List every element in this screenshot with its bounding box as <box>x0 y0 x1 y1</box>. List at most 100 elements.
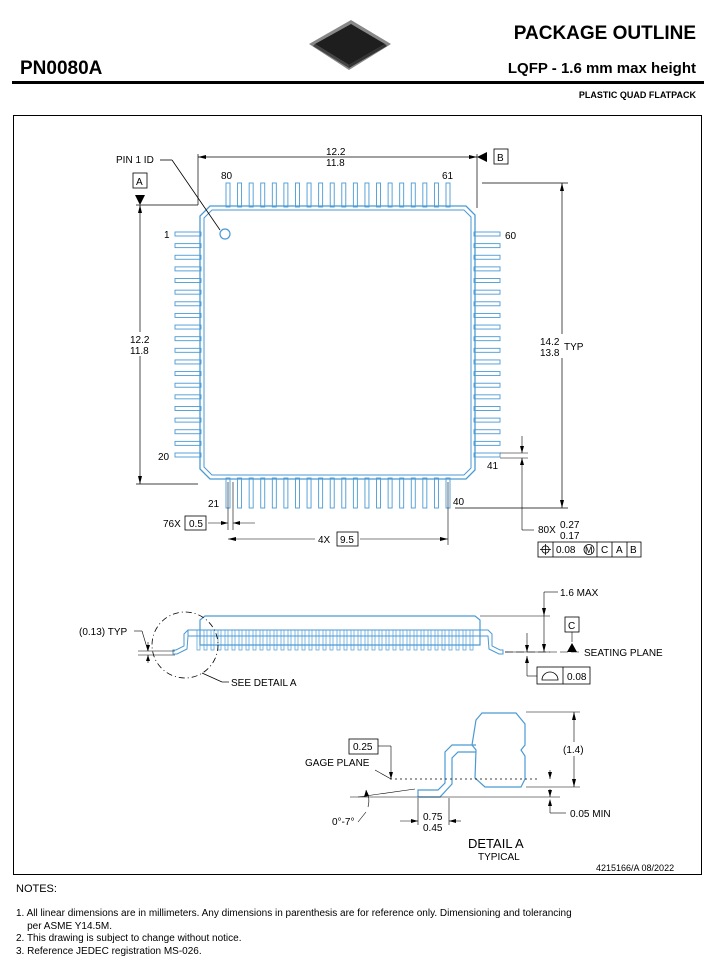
position-symbol-icon <box>540 544 551 555</box>
lead <box>329 182 335 208</box>
overall-min: 13.8 <box>540 348 560 359</box>
side-lead <box>308 629 313 651</box>
side-lead <box>378 629 383 651</box>
lead-min: 0.17 <box>560 531 580 542</box>
chip-icon <box>309 20 391 70</box>
side-lead <box>287 629 292 651</box>
gage-plane-label: GAGE PLANE <box>305 758 370 769</box>
flatness-value: 0.08 <box>567 672 587 683</box>
lead <box>174 394 202 400</box>
lead <box>399 477 405 509</box>
side-lead <box>252 629 257 651</box>
lead <box>174 278 202 283</box>
side-lead <box>392 629 397 651</box>
side-lead <box>203 629 208 651</box>
lead <box>364 477 370 509</box>
note-item: 2. This drawing is subject to change wit… <box>16 933 242 944</box>
side-lead <box>469 629 474 651</box>
lead <box>248 182 254 208</box>
standoff-label: (0.13) TYP <box>79 627 127 638</box>
datum-b: B <box>497 153 504 164</box>
foot-min: 0.45 <box>423 823 443 834</box>
pin-61-label: 61 <box>442 171 454 182</box>
flatness-frame <box>536 666 591 685</box>
pitch-box <box>184 515 207 531</box>
overall-max: 14.2 <box>540 337 560 348</box>
lead <box>318 182 324 208</box>
lead <box>283 182 289 208</box>
side-lead <box>371 629 376 651</box>
lead <box>433 477 439 509</box>
lead <box>433 182 439 208</box>
lead <box>399 182 405 208</box>
note-item: 1. All linear dimensions are in millimet… <box>16 908 572 919</box>
side-lead <box>357 629 362 651</box>
side-lead <box>385 629 390 651</box>
side-lead <box>196 629 201 651</box>
pin1-label: PIN 1 ID <box>116 155 154 166</box>
side-lead <box>238 629 243 651</box>
doc-reference: 4215166/A 08/2022 <box>596 863 674 873</box>
span-value: 9.5 <box>340 535 354 546</box>
side-lead <box>329 629 334 651</box>
lead <box>445 182 451 208</box>
side-lead <box>420 629 425 651</box>
lead-group <box>174 182 501 509</box>
span-count: 4X <box>318 535 331 546</box>
lead <box>352 477 358 509</box>
lead <box>174 289 202 295</box>
side-lead <box>343 629 348 651</box>
side-lead <box>301 629 306 651</box>
side-lead <box>434 629 439 651</box>
lead <box>174 243 202 249</box>
lead <box>174 312 202 318</box>
fcf-datum-c: C <box>601 545 608 556</box>
lead-max: 0.27 <box>560 520 580 531</box>
side-lead <box>322 629 327 651</box>
pin-41-label: 41 <box>487 461 499 472</box>
drawing-title: PACKAGE OUTLINE <box>513 23 696 44</box>
datum-a-box <box>132 172 148 189</box>
lead <box>271 477 277 509</box>
lead <box>295 182 300 208</box>
lead <box>473 266 501 272</box>
max-height-label: 1.6 MAX <box>560 588 599 599</box>
side-lead <box>364 629 369 651</box>
lead <box>174 417 202 423</box>
lead <box>174 406 202 411</box>
gage-value: 0.25 <box>353 742 373 753</box>
lead <box>260 477 266 509</box>
lead <box>422 182 428 208</box>
lead <box>473 278 501 283</box>
lead <box>271 182 277 208</box>
side-lead <box>266 629 271 651</box>
pitch-value: 0.5 <box>189 519 203 530</box>
package-code: PN0080A <box>20 58 103 79</box>
overall-typ: TYP <box>564 342 584 353</box>
lead <box>473 301 501 307</box>
width-min: 11.8 <box>326 158 345 169</box>
note-item: 3. Reference JEDEC registration MS-026. <box>16 945 202 957</box>
detail-height: (1.4) <box>563 745 584 756</box>
lead <box>306 477 312 509</box>
lead <box>318 477 324 509</box>
pin-20-label: 20 <box>158 452 170 463</box>
lead <box>174 301 202 307</box>
side-lead <box>273 629 278 651</box>
side-lead <box>406 629 411 651</box>
lead <box>473 417 501 423</box>
lead <box>306 182 312 208</box>
side-lead <box>448 629 453 651</box>
side-lead <box>441 629 446 651</box>
lead <box>352 182 358 208</box>
lead <box>260 182 266 208</box>
side-lead <box>259 629 264 651</box>
pin-80-label: 80 <box>221 171 233 182</box>
lead <box>410 182 416 208</box>
lead <box>473 452 501 458</box>
pin-21-label: 21 <box>208 499 220 510</box>
foot-max: 0.75 <box>423 812 443 823</box>
lead <box>174 429 202 435</box>
lead <box>473 243 501 249</box>
